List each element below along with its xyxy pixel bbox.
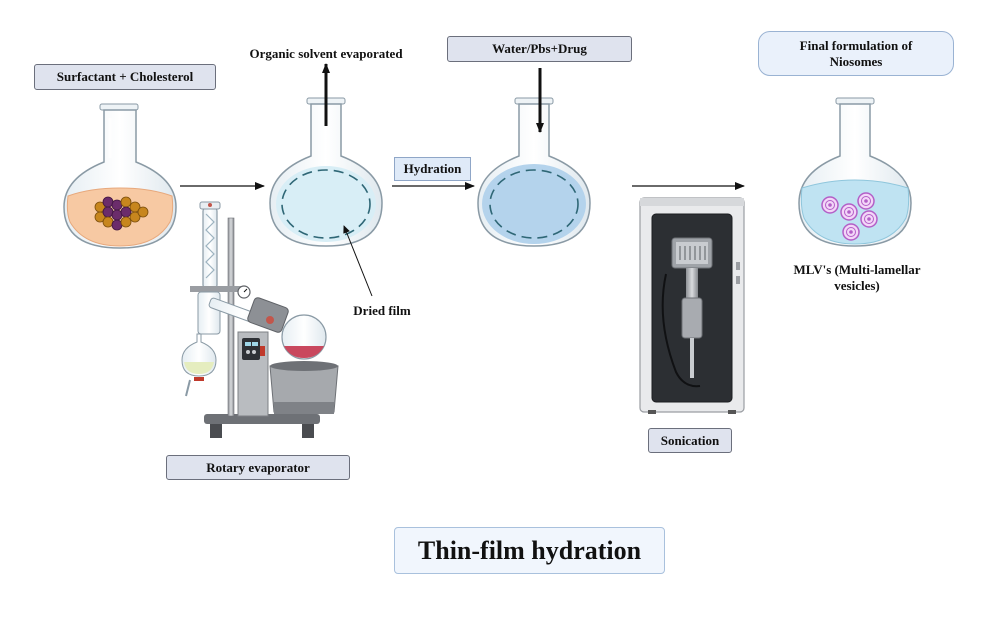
final-formulation-label: Final formulation of Niosomes bbox=[758, 31, 954, 76]
hydration-flask bbox=[477, 97, 591, 247]
niosome-vesicles bbox=[821, 192, 878, 241]
dried-film-flask bbox=[269, 97, 383, 247]
hydration-label: Hydration bbox=[394, 157, 471, 181]
organic-solvent-label: Organic solvent evaporated bbox=[249, 46, 403, 61]
sonication-label: Sonication bbox=[648, 428, 732, 453]
diagram-title: Thin-film hydration bbox=[394, 527, 665, 574]
water-pbs-drug-label: Water/Pbs+Drug bbox=[447, 36, 632, 62]
rotary-evaporator-illustration bbox=[181, 201, 339, 438]
dried-film-label: Dried film bbox=[353, 303, 411, 318]
surfactant-cholesterol-label: Surfactant + Cholesterol bbox=[34, 64, 216, 90]
niosome-flask bbox=[798, 97, 912, 247]
sonicator-illustration bbox=[639, 197, 745, 414]
lipid-molecules bbox=[94, 196, 149, 231]
mlv-label: MLV's (Multi-lamellar vesicles) bbox=[793, 262, 921, 293]
dried-film-pointer bbox=[343, 225, 373, 297]
rotary-evaporator-label: Rotary evaporator bbox=[166, 455, 350, 480]
